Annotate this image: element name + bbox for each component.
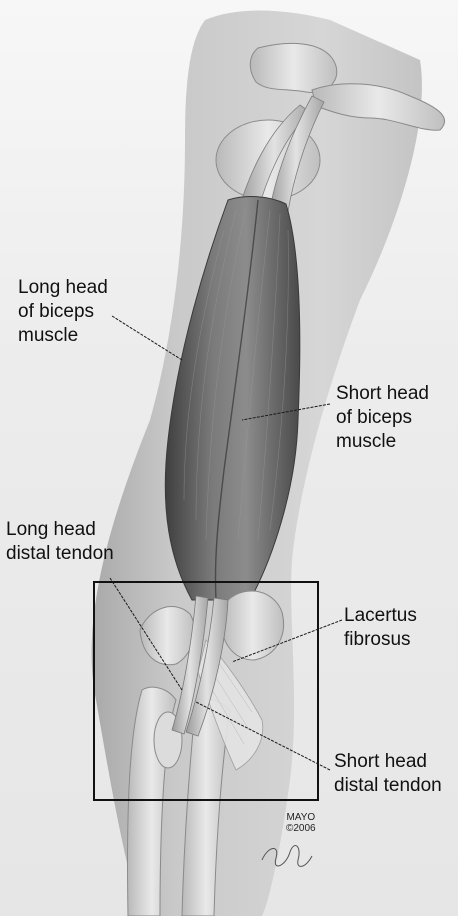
biceps-head-division [214,199,259,601]
label-line: distal tendon [6,543,114,564]
label-line: of biceps [336,407,413,428]
artist-signature [261,845,313,867]
elbow-highlight-frame [93,581,319,801]
label-line: Lacertus [344,605,417,626]
label-line: of biceps [18,301,95,322]
leader-lacertus-fibrosus [231,619,343,663]
credit-line: ©2006 [286,823,316,834]
short-head-distal-tendon [185,597,229,737]
label-short-head-of-biceps-muscle: Short head of biceps muscle [336,382,429,454]
label-line: Short head [336,383,429,404]
label-lacertus-fibrosus: Lacertus fibrosus [344,604,417,652]
leader-long-head-tendon [109,577,183,691]
leader-short-head-muscle [241,403,331,421]
biceps-muscle-belly [164,196,301,601]
label-line: Long head [18,277,108,298]
label-line: fibrosus [344,629,411,650]
leader-long-head-muscle [111,315,183,361]
clavicle-bone [249,42,338,93]
label-line: muscle [18,325,79,346]
label-long-head-distal-tendon: Long head distal tendon [6,518,114,566]
acromion-bone [311,83,446,131]
muscle-fibers [183,207,289,541]
short-head-proximal-tendon [267,95,325,225]
label-line: muscle [336,431,397,452]
label-line: Long head [6,519,96,540]
credit-line: MAYO [286,812,316,823]
mayo-copyright-credit: MAYO ©2006 [286,812,316,834]
label-line: distal tendon [334,775,442,796]
label-line: Short head [334,751,427,772]
lateral-epicondyle [221,590,284,661]
label-short-head-distal-tendon: Short head distal tendon [334,750,442,798]
leader-lines [109,315,343,771]
long-head-distal-tendon [171,595,209,735]
label-long-head-of-biceps-muscle: Long head of biceps muscle [18,276,108,348]
